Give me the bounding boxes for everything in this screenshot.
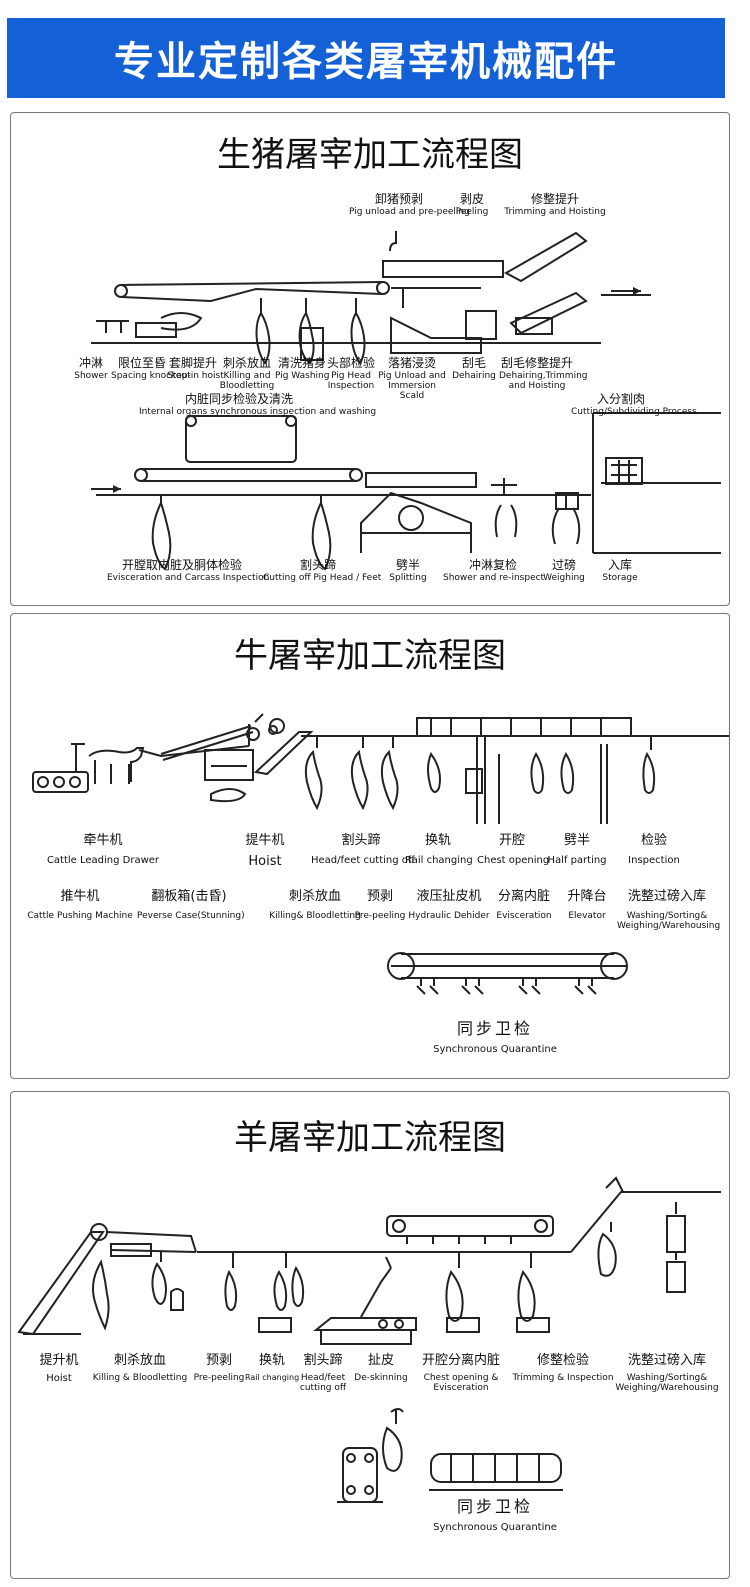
- sheep-process-panel: 羊屠宰加工流程图: [10, 1091, 730, 1579]
- sheep-process-diagram: [17, 1176, 721, 1503]
- cattle-process-panel: 牛屠宰加工流程图: [10, 613, 730, 1079]
- pig-process-diagram: [91, 231, 721, 571]
- banner-title: 专业定制各类屠宰机械配件: [7, 18, 725, 98]
- cattle-process-title: 牛屠宰加工流程图: [234, 636, 506, 676]
- cattle-process-diagram: [32, 713, 729, 995]
- cattle-step-label: 翻板箱(击昏)Peverse Case(Stunning): [137, 889, 245, 921]
- sheep-process-title: 羊屠宰加工流程图: [234, 1118, 506, 1158]
- pig-process-panel: 生猪屠宰加工流程图: [10, 112, 730, 606]
- pig-process-title: 生猪屠宰加工流程图: [217, 135, 523, 175]
